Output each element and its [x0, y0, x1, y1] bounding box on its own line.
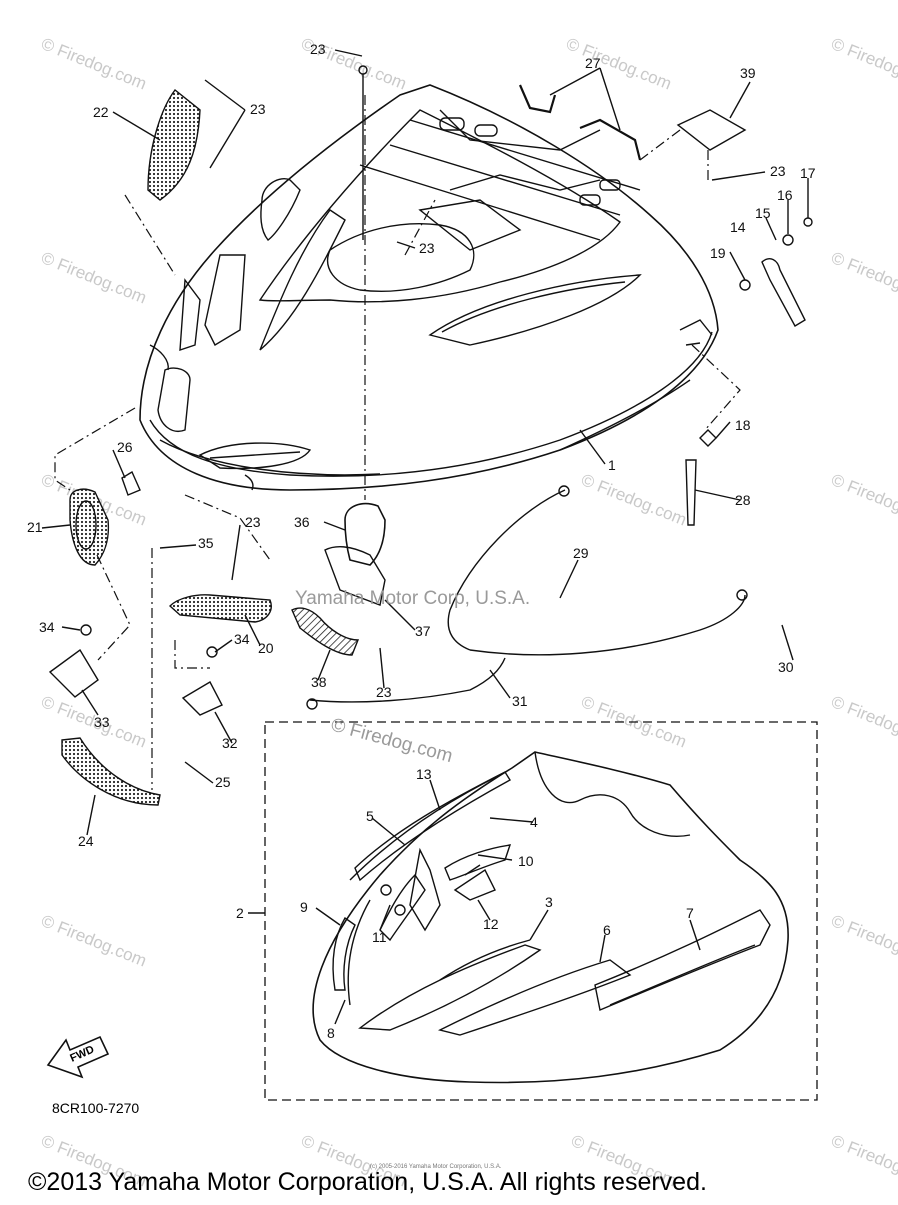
- part-label-3: 3: [545, 894, 553, 910]
- part-label-1: 1: [608, 457, 616, 473]
- hood-liner-assembly: [264, 721, 818, 1101]
- diagram-code: 8CR100-7270: [52, 1100, 139, 1116]
- part-label-36: 36: [294, 514, 310, 530]
- part-label-27: 27: [585, 55, 601, 71]
- engine-hood: [139, 84, 719, 491]
- part-label-23: 23: [245, 514, 261, 530]
- part-label-23: 23: [770, 163, 786, 179]
- part-label-18: 18: [735, 417, 751, 433]
- part-label-23: 23: [376, 684, 392, 700]
- watermark-text: © Firedog.com: [829, 911, 898, 970]
- part-label-12: 12: [483, 916, 499, 932]
- part-label-29: 29: [573, 545, 589, 561]
- center-watermark: Yamaha Motor Corp, U.S.A.: [295, 588, 530, 609]
- part-label-7: 7: [686, 905, 694, 921]
- part-label-16: 16: [777, 187, 793, 203]
- part-label-2: 2: [236, 905, 244, 921]
- part-label-5: 5: [366, 808, 374, 824]
- part-label-24: 24: [78, 833, 94, 849]
- watermark-text: © Firedog.com: [829, 248, 898, 307]
- watermark-text: © Firedog.com: [829, 1131, 898, 1190]
- part-label-30: 30: [778, 659, 794, 675]
- watermark-text: © Firedog.com: [39, 248, 150, 307]
- part-label-22: 22: [93, 104, 109, 120]
- part-label-6: 6: [603, 922, 611, 938]
- watermark-text: © Firedog.com: [579, 470, 690, 529]
- fwd-arrow-icon: FWD: [46, 1035, 110, 1079]
- part-label-14: 14: [730, 219, 746, 235]
- part-label-34: 34: [234, 631, 250, 647]
- part-label-23: 23: [310, 41, 326, 57]
- part-label-9: 9: [300, 899, 308, 915]
- part-label-21: 21: [27, 519, 43, 535]
- part-label-32: 32: [222, 735, 238, 751]
- part-label-34: 34: [39, 619, 55, 635]
- part-label-19: 19: [710, 245, 726, 261]
- part-label-31: 31: [512, 693, 528, 709]
- part-label-4: 4: [530, 814, 538, 830]
- part-label-39: 39: [740, 65, 756, 81]
- part-label-37: 37: [415, 623, 431, 639]
- watermark-text: © Firedog.com: [39, 911, 150, 970]
- watermark-text: © Firedog.com: [39, 34, 150, 93]
- part-label-25: 25: [215, 774, 231, 790]
- fine-print: (c) 2005-2016 Yamaha Motor Corporation, …: [370, 1164, 502, 1170]
- leader-lines: [41, 49, 809, 1025]
- part-label-10: 10: [518, 853, 534, 869]
- part-label-38: 38: [311, 674, 327, 690]
- part-label-28: 28: [735, 492, 751, 508]
- part-label-13: 13: [416, 766, 432, 782]
- watermark-text: © Firedog.com: [829, 34, 898, 93]
- watermark-text: © Firedog.com: [829, 470, 898, 529]
- part-label-11: 11: [372, 929, 387, 945]
- part-label-23: 23: [250, 101, 266, 117]
- part-labels: 1 2 3 4 5 6 7 8 9 10 11 12 13 14 15 16 1…: [27, 41, 816, 1041]
- copyright-footer: ©2013 Yamaha Motor Corporation, U.S.A. A…: [28, 1168, 707, 1196]
- part-label-20: 20: [258, 640, 274, 656]
- part-label-17: 17: [800, 165, 816, 181]
- components: [48, 65, 813, 806]
- part-label-26: 26: [117, 439, 133, 455]
- part-label-23: 23: [419, 240, 435, 256]
- part-label-35: 35: [198, 535, 214, 551]
- watermark-text: © Firedog.com: [829, 692, 898, 751]
- watermark-text: © Firedog.com: [564, 34, 675, 93]
- part-label-8: 8: [327, 1025, 335, 1041]
- part-label-15: 15: [755, 205, 771, 221]
- assembly-lines: [54, 95, 741, 790]
- part-label-33: 33: [94, 714, 110, 730]
